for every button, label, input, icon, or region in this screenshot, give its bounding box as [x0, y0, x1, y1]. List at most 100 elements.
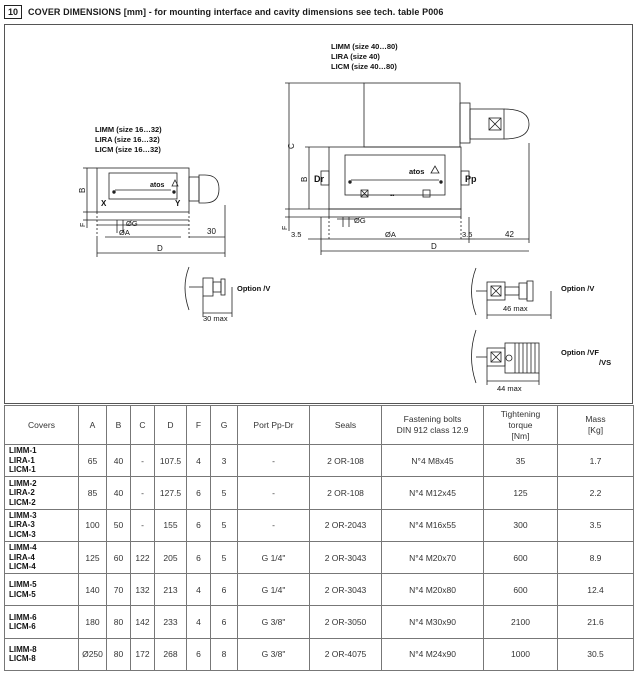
cell-port: - — [237, 476, 310, 510]
dim-a-label: ØA — [119, 228, 130, 237]
cell-d: 107.5 — [154, 443, 187, 478]
option-vs-label: /VS — [599, 358, 611, 367]
cell-torque: 35 — [483, 443, 558, 478]
cell-bolts: N°4 M20x70 — [381, 540, 484, 575]
dim-30-label: 30 — [207, 227, 216, 236]
cell-d: 233 — [154, 605, 187, 639]
header-seals: Seals — [309, 405, 382, 445]
cell-g: 5 — [210, 476, 238, 510]
port-dr-label: Dr — [314, 174, 324, 184]
cell-a: 100 — [78, 508, 107, 542]
technical-drawing: LIMM (size 16…32) LIRA (size 16…32) LICM… — [4, 24, 633, 404]
section-header: 10 COVER DIMENSIONS [mm] - for mounting … — [4, 4, 444, 20]
cell-bolts: N°4 M8x45 — [381, 443, 484, 478]
cover-code: LICM-6 — [9, 622, 36, 632]
cell-a: 125 — [78, 540, 107, 575]
dim-f-label: F — [80, 223, 87, 227]
small-option-v-label: Option /V — [237, 284, 270, 293]
cell-seals: 2 OR-3043 — [309, 540, 382, 575]
small-cover-label-3: LICM (size 16…32) — [95, 145, 161, 154]
cell-seals: 2 OR-108 — [309, 476, 382, 510]
cell-bolts: N°4 M20x80 — [381, 573, 484, 607]
large-option-v-max: 46 max — [503, 304, 528, 313]
header-covers: Covers — [4, 405, 79, 445]
cell-torque: 600 — [483, 573, 558, 607]
header-port: Port Pp-Dr — [237, 405, 310, 445]
large-cover-drawing: LIMM (size 40…80) LIRA (size 40) LICM (s… — [282, 42, 530, 255]
cell-bolts: N°4 M24x90 — [381, 637, 484, 672]
cover-code: LIRA-4 — [9, 552, 35, 562]
cover-code: LIMM-2 — [9, 478, 37, 488]
cell-g: 8 — [210, 637, 238, 672]
header-torque: Tightening torque [Nm] — [483, 405, 558, 445]
cell-b: 50 — [106, 508, 131, 542]
cell-f: 6 — [186, 540, 211, 575]
cell-d: 205 — [154, 540, 187, 575]
large-option-v-label: Option /V — [561, 284, 594, 293]
cell-g: 6 — [210, 605, 238, 639]
dim-c-label: C — [287, 143, 296, 149]
large-cover-label-1: LIMM (size 40…80) — [331, 42, 398, 51]
cell-c: 172 — [130, 637, 155, 672]
large-brand-logo: atos — [409, 167, 424, 176]
large-option-vf-max: 44 max — [497, 384, 522, 393]
small-cover-plate — [108, 172, 178, 200]
port-y-label: Y — [175, 199, 181, 208]
small-cover-label-1: LIMM (size 16…32) — [95, 125, 162, 134]
header-mass-line1: Mass — [585, 414, 606, 424]
cell-b: 80 — [106, 605, 131, 639]
cell-b: 40 — [106, 443, 131, 478]
cover-code: LICM-8 — [9, 654, 36, 664]
cell-g: 6 — [210, 573, 238, 607]
cover-code: LICM-4 — [9, 562, 36, 572]
cell-torque: 300 — [483, 508, 558, 542]
option-vf-label: Option /VF — [561, 348, 599, 357]
cover-code: LICM-1 — [9, 465, 36, 475]
cover-code: LICM-2 — [9, 497, 36, 507]
small-option-v-drawing: 30 max Option /V — [184, 266, 270, 323]
cell-d: 213 — [154, 573, 187, 607]
dim-g-large-label: ØG — [354, 216, 366, 225]
dim-35-left-label: 3.5 — [291, 230, 301, 239]
header-g: G — [210, 405, 238, 445]
large-option-v-drawing: 46 max Option /V — [471, 267, 594, 319]
cell-a: 180 — [78, 605, 107, 639]
dim-f-large-label: F — [282, 226, 289, 230]
large-cover-label-3: LICM (size 40…80) — [331, 62, 397, 71]
cell-c: 132 — [130, 573, 155, 607]
header-a: A — [78, 405, 107, 445]
cell-seals: 2 OR-3043 — [309, 573, 382, 607]
large-option-vf-drawing: 44 max Option /VF /VS — [471, 329, 611, 393]
cell-g: 5 — [210, 508, 238, 542]
cover-code: LIMM-8 — [9, 644, 37, 654]
table-header-row: Covers A B C D F G Port Pp-Dr Seals Fast… — [4, 405, 634, 445]
cell-d: 155 — [154, 508, 187, 542]
cell-b: 70 — [106, 573, 131, 607]
cover-code: LIMM-5 — [9, 580, 37, 590]
cover-code: LIRA-2 — [9, 488, 35, 498]
cell-mass: 1.7 — [557, 443, 634, 478]
cover-code: LICM-5 — [9, 589, 36, 599]
header-torque-line1: Tightening — [500, 408, 541, 419]
cell-b: 60 — [106, 540, 131, 575]
cell-f: 6 — [186, 476, 211, 510]
cell-d: 127.5 — [154, 476, 187, 510]
section-number: 10 — [4, 5, 23, 19]
header-torque-line3: [Nm] — [511, 430, 530, 441]
cell-a: Ø250 — [78, 637, 107, 672]
cell-port: - — [237, 443, 310, 478]
header-bolts: Fastening bolts DIN 912 class 12.9 — [381, 405, 484, 445]
cover-code: LIRA-1 — [9, 455, 35, 465]
port-x-label: X — [101, 199, 107, 208]
cell-b: 40 — [106, 476, 131, 510]
cell-port: G 1/4" — [237, 573, 310, 607]
